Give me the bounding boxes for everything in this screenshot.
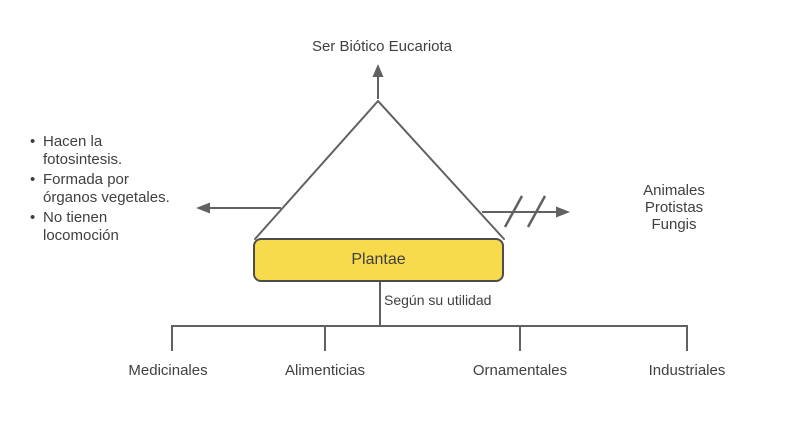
up-arrow <box>372 64 384 99</box>
right-arrow <box>482 206 570 218</box>
left-arrow <box>196 202 281 214</box>
characteristic-item: No tienen locomoción <box>30 209 182 245</box>
category-ornamentales: Ornamentales <box>472 362 568 379</box>
branch-tree-lines <box>171 325 688 351</box>
category-industriales: Industriales <box>648 362 726 379</box>
characteristic-item: Hacen la fotosintesis. <box>30 133 182 169</box>
excluded-kingdom: Fungis <box>651 216 697 233</box>
branch-criterion-label: Según su utilidad <box>384 292 492 308</box>
pyramid-triangle-shape <box>254 100 505 240</box>
not-equal-slashes-icon <box>503 195 547 228</box>
excluded-kingdom: Animales <box>643 182 705 199</box>
characteristics-list: Hacen la fotosintesis. Formada por órgan… <box>30 133 182 245</box>
plantae-node[interactable]: Plantae <box>253 238 504 282</box>
plantae-node-label: Plantae <box>351 251 406 268</box>
category-alimenticias: Alimenticias <box>284 362 366 379</box>
category-medicinales: Medicinales <box>128 362 208 379</box>
characteristic-item: Formada por órganos vegetales. <box>30 171 182 207</box>
page-title: Ser Biótico Eucariota <box>311 38 453 55</box>
characteristics-panel: Hacen la fotosintesis. Formada por órgan… <box>30 133 182 247</box>
excluded-kingdoms-panel: Animales Protistas Fungis <box>600 182 748 233</box>
excluded-kingdom: Protistas <box>644 199 704 216</box>
